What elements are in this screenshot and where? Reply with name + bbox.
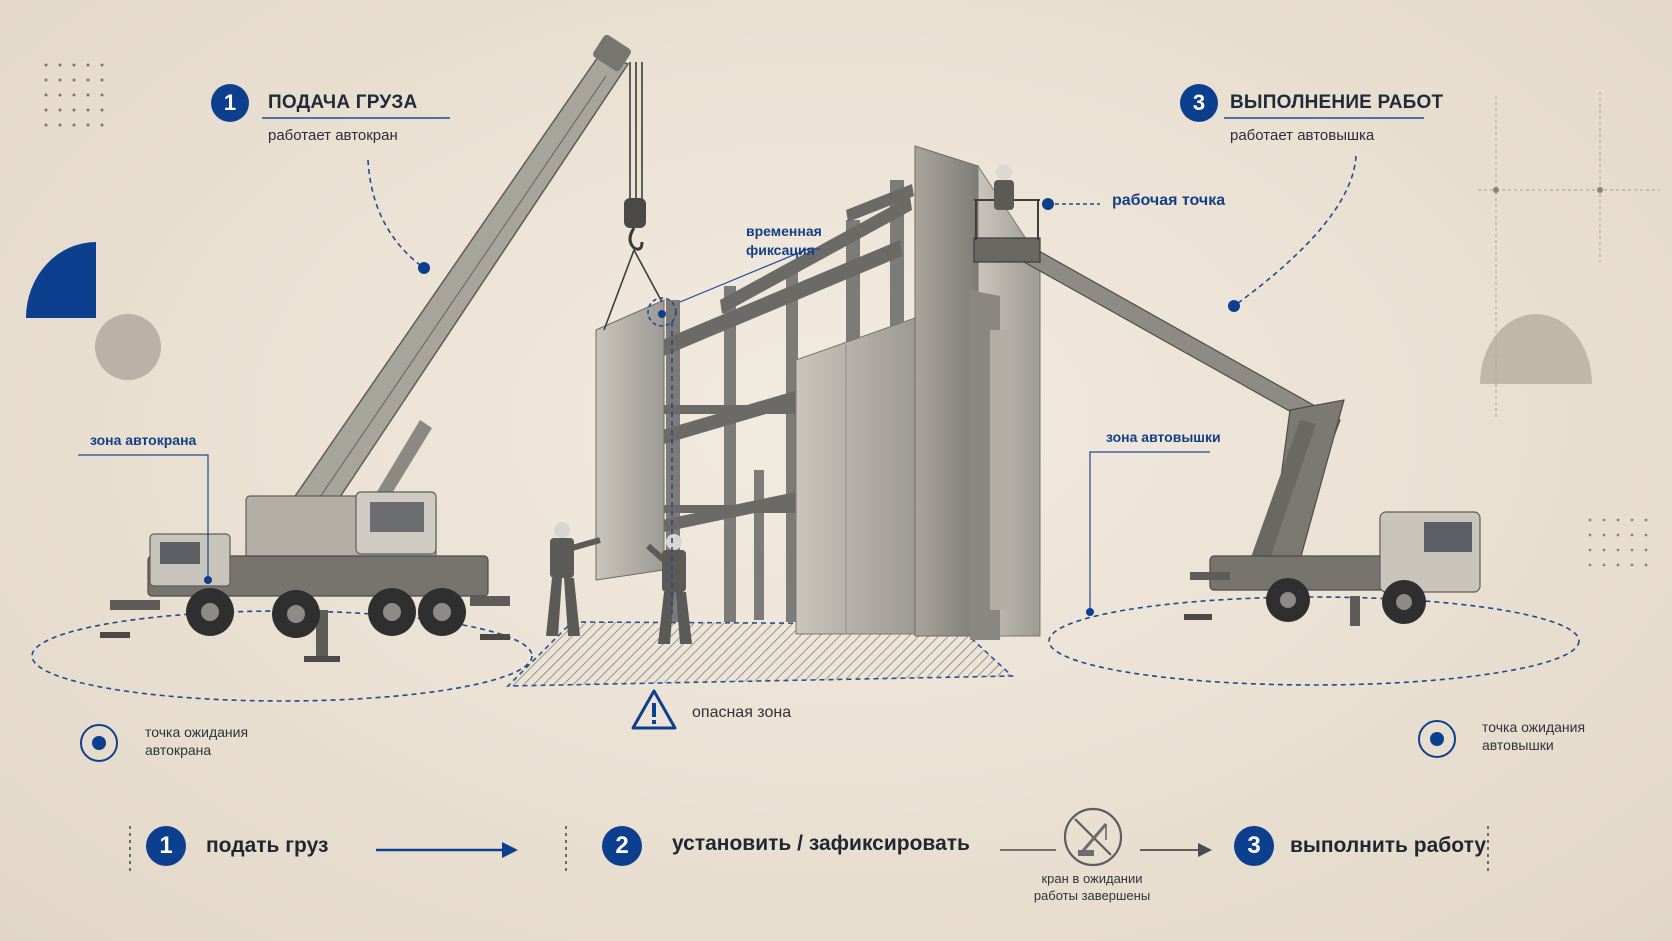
decor-dot-grid-right xyxy=(1588,518,1648,567)
lift-zone-ellipse xyxy=(1048,596,1580,686)
crane-wait-target-icon xyxy=(80,724,118,762)
lift-wait-target-icon xyxy=(1418,720,1456,758)
phase3-title: ВЫПОЛНЕНИЕ РАБОТ xyxy=(1230,92,1444,113)
crane-note-line1: кран в ожидании xyxy=(1041,871,1143,886)
lift-zone-label: зона автовышки xyxy=(1106,429,1221,445)
crane-hook xyxy=(603,62,663,331)
phase1-title: ПОДАЧА ГРУЗА xyxy=(268,92,418,113)
callout-line-phase3 xyxy=(1233,155,1357,307)
decor-dot-grid-left xyxy=(44,63,104,127)
step3-label: выполнить работу xyxy=(1290,834,1487,857)
step1-label: подать груз xyxy=(206,834,329,857)
callout-line-lift-zone xyxy=(1089,451,1210,612)
danger-zone-label: опасная зона xyxy=(692,704,792,721)
temp-fix-label: временная фиксация xyxy=(746,222,822,260)
step3-badge: 3 xyxy=(1234,826,1274,866)
step1-badge: 1 xyxy=(146,826,186,866)
lift-wait-label-line1: точка ожидания xyxy=(1482,719,1586,735)
decor-crosshair-lines xyxy=(1478,92,1660,420)
crane-zone-label: зона автокрана xyxy=(90,432,197,448)
crane-wait-label: точка ожидания автокрана xyxy=(145,723,248,759)
warning-triangle-icon xyxy=(631,689,677,730)
crane-wait-label-line2: автокрана xyxy=(145,742,212,758)
crane-disabled-icon xyxy=(1063,807,1123,867)
arrow-right-icon xyxy=(376,842,518,858)
mobile-crane xyxy=(100,34,631,662)
decor-gray-circle xyxy=(95,314,161,380)
crane-zone-ellipse xyxy=(31,610,533,702)
lift-wait-label: точка ожидания автовышки xyxy=(1482,718,1585,754)
crane-note-line2: работы завершены xyxy=(1033,888,1151,903)
phase1-subtitle: работает автокран xyxy=(268,127,398,144)
phase3-subtitle: работает автовышка xyxy=(1230,127,1375,144)
building-structure xyxy=(595,145,1041,640)
temp-fix-label-line2: фиксация xyxy=(746,242,815,258)
arrow-right-icon-2 xyxy=(1140,843,1212,857)
crane-note: кран в ожидании работы завершены xyxy=(1016,870,1168,904)
temp-fix-circle xyxy=(647,297,677,327)
work-point-label: рабочая точка xyxy=(1112,192,1226,209)
workers xyxy=(546,522,692,644)
callout-line-temp-fix xyxy=(679,248,820,303)
temp-fix-label-line1: временная xyxy=(746,223,822,239)
callout-line-phase1 xyxy=(367,159,425,269)
lifted-panel xyxy=(595,299,665,581)
callout-line-crane-zone xyxy=(78,454,209,580)
step2-label: установить / зафиксировать xyxy=(672,832,970,855)
crane-wait-label-line1: точка ожидания xyxy=(145,724,249,740)
phase3-badge: 3 xyxy=(1180,84,1218,122)
flow-separators xyxy=(129,826,1489,874)
phase1-badge: 1 xyxy=(211,84,249,122)
aerial-lift xyxy=(973,164,1481,626)
decor-gray-half-circle xyxy=(1480,314,1592,384)
step2-badge: 2 xyxy=(602,826,642,866)
lift-wait-label-line2: автовышки xyxy=(1482,737,1554,753)
decor-blue-quarter-circle xyxy=(26,242,96,318)
